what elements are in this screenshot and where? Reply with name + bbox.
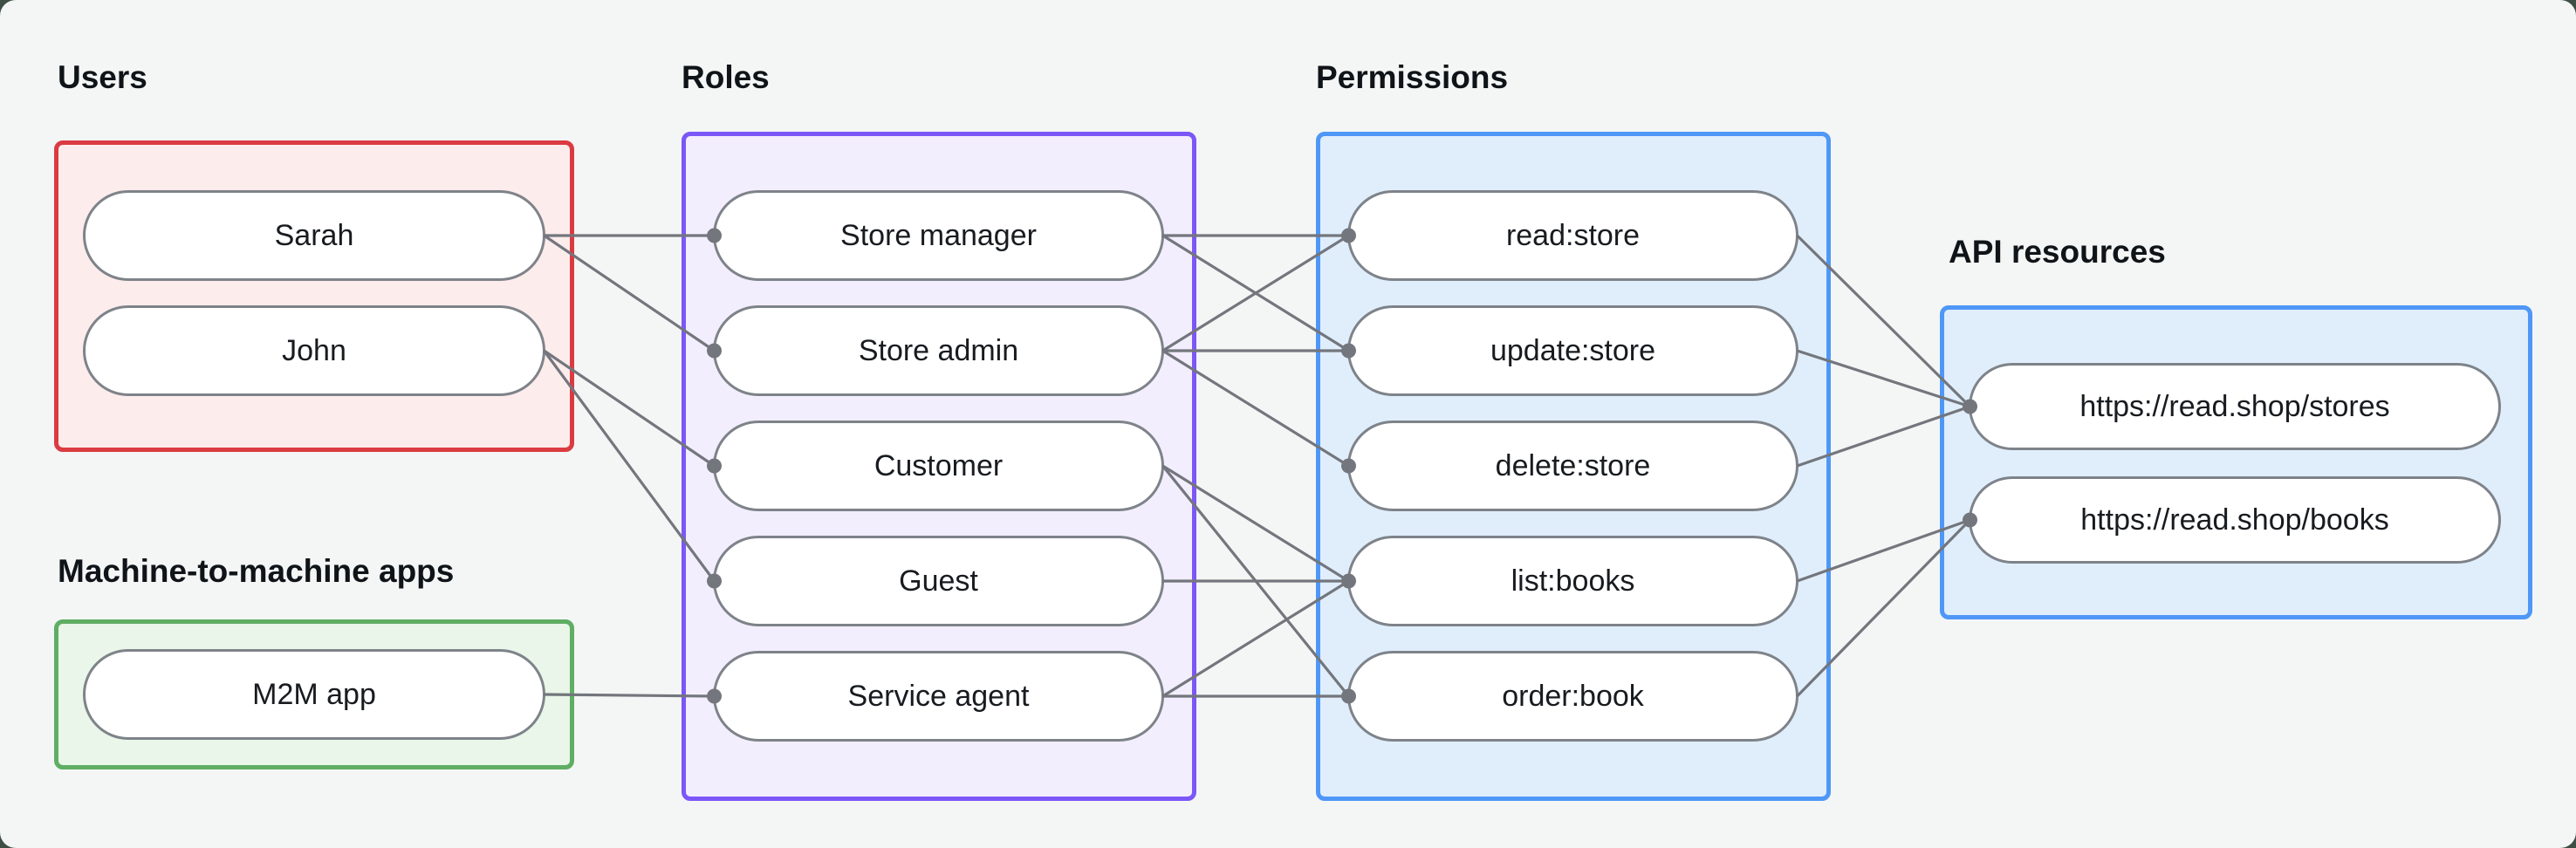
node-m2m-app: M2M app xyxy=(83,649,545,740)
node-john: John xyxy=(83,305,545,396)
node-update-store: update:store xyxy=(1347,305,1798,396)
api-resources-section-label: API resources xyxy=(1949,234,2166,270)
node-sarah: Sarah xyxy=(83,190,545,281)
node-customer: Customer xyxy=(713,421,1164,511)
users-section-label: Users xyxy=(58,59,147,95)
node-store-admin: Store admin xyxy=(713,305,1164,396)
node-guest: Guest xyxy=(713,536,1164,626)
permissions-group-box: read:store update:store delete:store list:b… xyxy=(1316,132,1831,801)
api-resources-group-box: https://read.shop/stores https://read.sho… xyxy=(1940,305,2532,619)
node-list-books: list:books xyxy=(1347,536,1798,626)
node-service-agent: Service agent xyxy=(713,651,1164,742)
m2m-section-label: Machine-to-machine apps xyxy=(58,553,455,589)
node-order-book: order:book xyxy=(1347,651,1798,742)
node-store-manager: Store manager xyxy=(713,190,1164,281)
m2m-group-box: M2M app xyxy=(54,619,574,769)
permissions-section-label: Permissions xyxy=(1316,59,1509,95)
roles-section-label: Roles xyxy=(682,59,770,95)
node-api-stores: https://read.shop/stores xyxy=(1969,363,2501,450)
node-delete-store: delete:store xyxy=(1347,421,1798,511)
node-read-store: read:store xyxy=(1347,190,1798,281)
node-api-books: https://read.shop/books xyxy=(1969,476,2501,564)
